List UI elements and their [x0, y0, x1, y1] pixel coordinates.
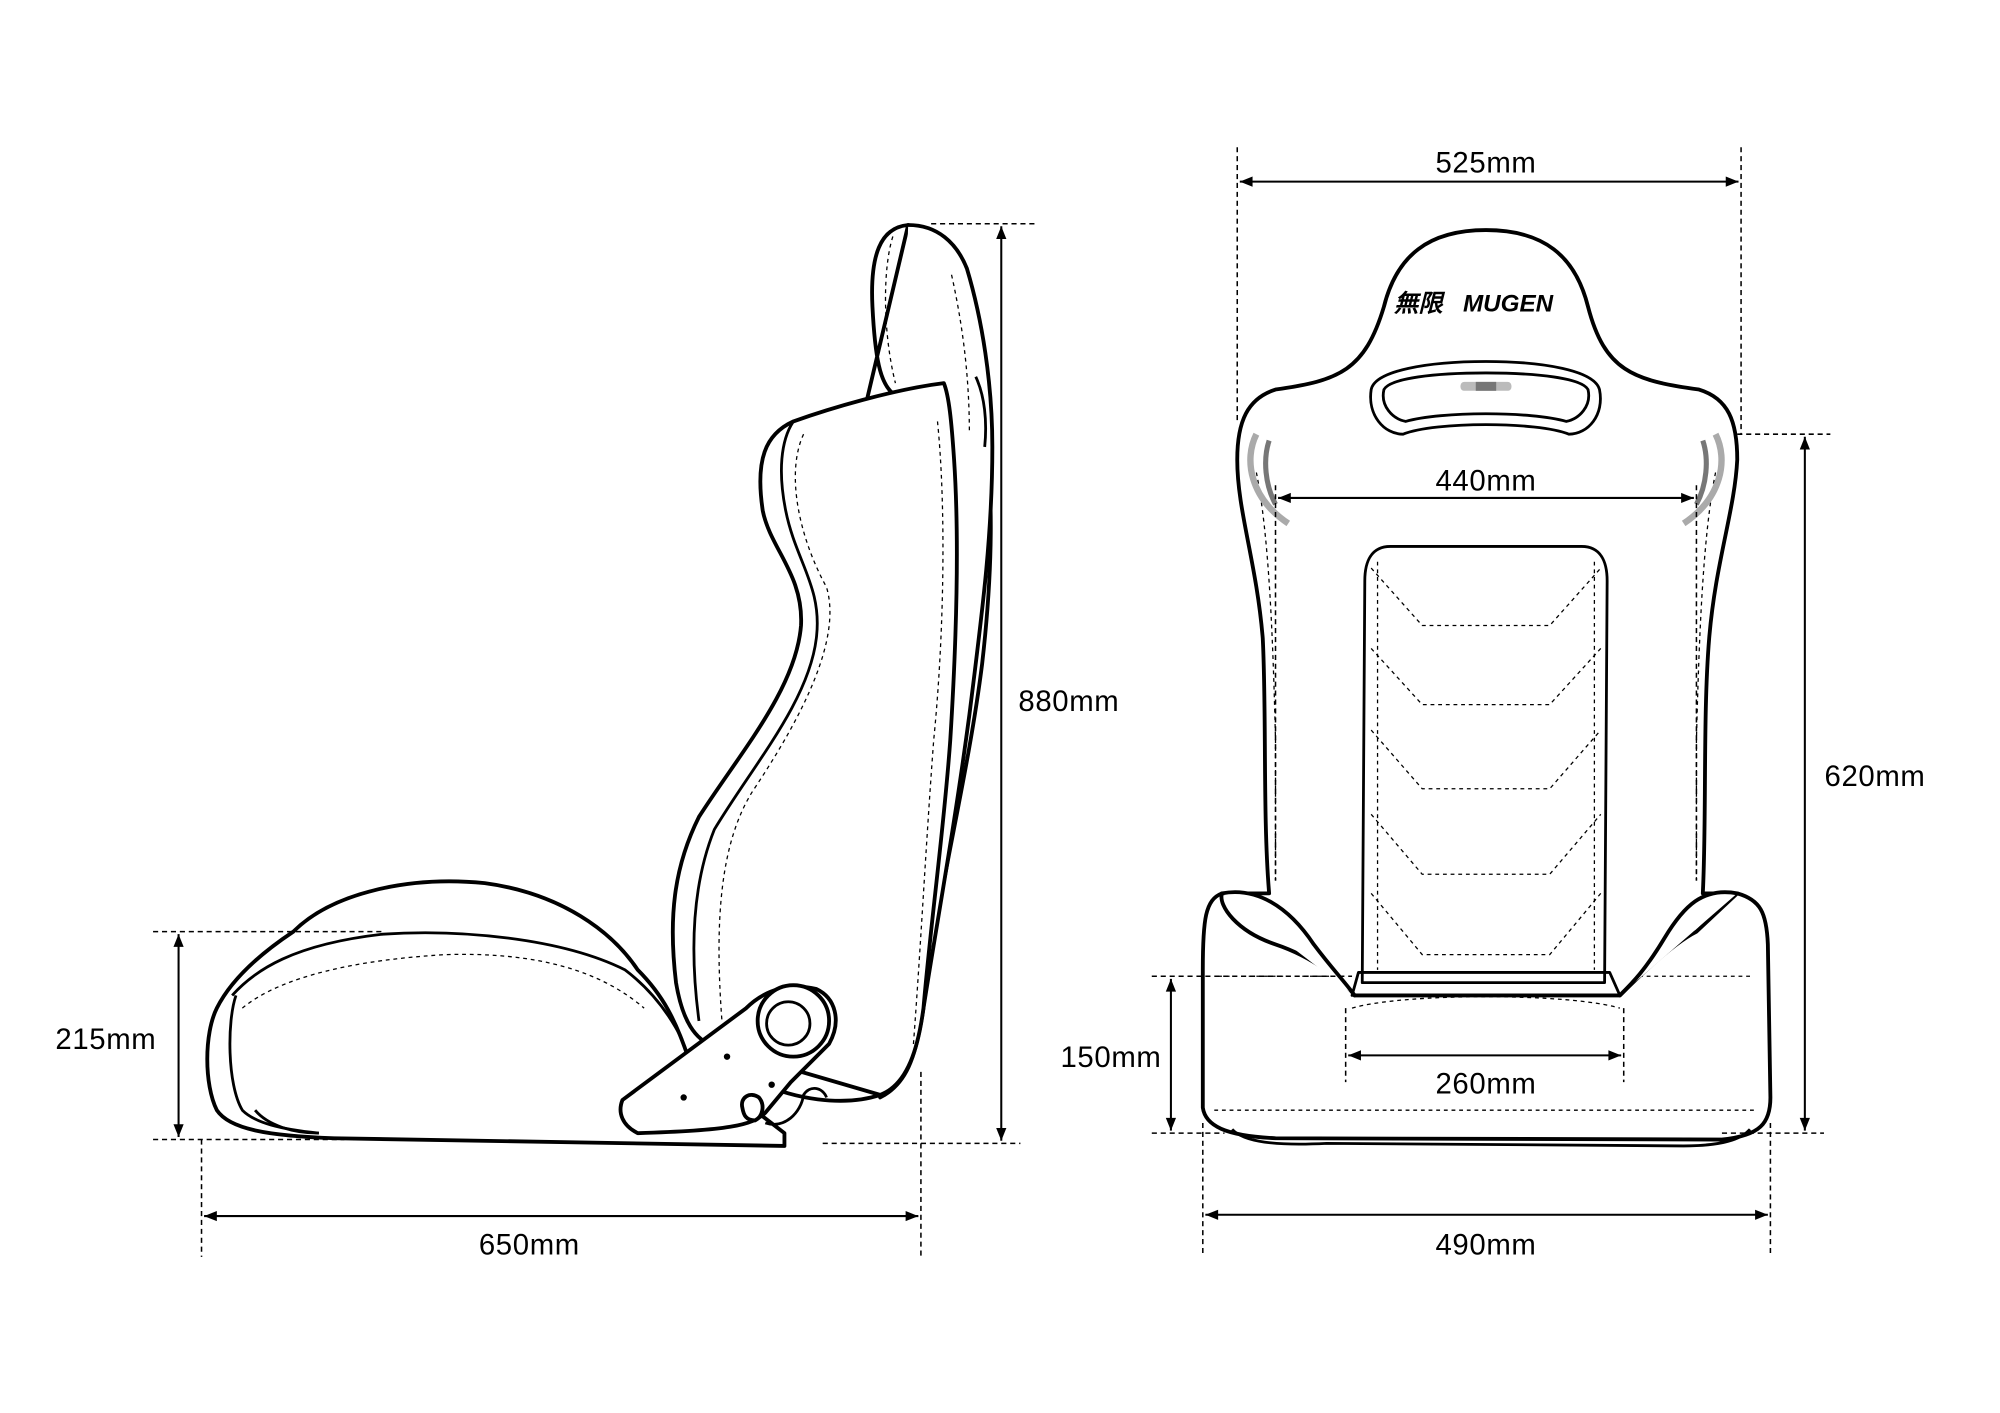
mugen-logo: 無限 MUGEN [1393, 291, 1554, 318]
dim-label-overall-width: 525mm [1435, 147, 1536, 180]
belt-slot [1369, 360, 1602, 436]
front-view-seat [1200, 228, 1773, 1148]
front-center-insert [1360, 545, 1609, 985]
dim-label-seat-width: 260mm [1435, 1068, 1536, 1101]
side-view-seat [205, 223, 995, 1148]
recliner-knob [755, 983, 831, 1059]
dim-label-cushion-height-front: 150mm [1060, 1041, 1161, 1074]
logo-text: MUGEN [1463, 291, 1554, 318]
dim-label-depth: 650mm [479, 1228, 580, 1261]
side-bolster [670, 381, 959, 1097]
dim-label-height: 880mm [1018, 685, 1119, 718]
dim-label-shoulder-width: 440mm [1435, 464, 1536, 497]
side-cushion [205, 879, 787, 1148]
dim-label-base-width: 490mm [1435, 1228, 1536, 1261]
side-dimension-lines [153, 222, 1036, 1257]
front-dimension-lines [1151, 147, 1831, 1257]
svg-text:無限: 無限 [1393, 291, 1445, 318]
dim-label-cushion-height: 215mm [55, 1023, 156, 1056]
dim-label-backrest-height: 620mm [1825, 760, 1926, 793]
